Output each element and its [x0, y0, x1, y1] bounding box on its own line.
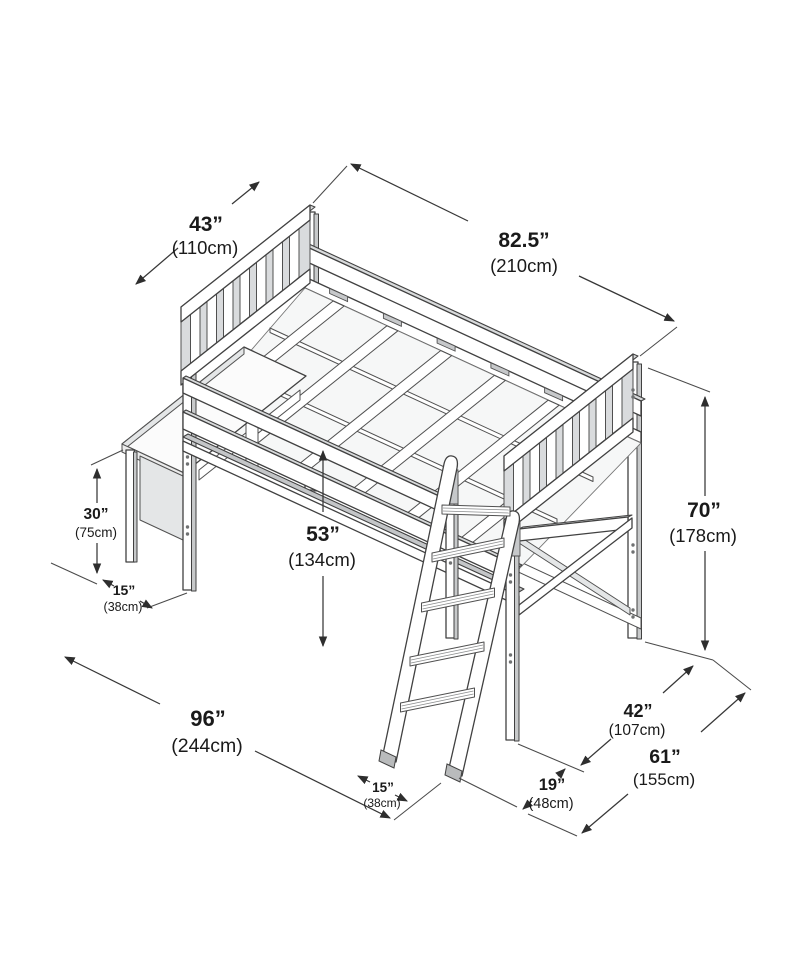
- dim-ladder-foot-inset-cm: (38cm): [363, 796, 400, 810]
- headboard-slat: [206, 293, 217, 351]
- dim-desk-height: 30” (75cm): [75, 467, 117, 575]
- footboard-slat: [612, 376, 623, 435]
- headboard-slat: [239, 267, 250, 325]
- ladder-rail-left: [382, 455, 459, 763]
- dim-desk-overhang: 15” (38cm): [102, 579, 153, 614]
- dim-bed-width-in: 43”: [189, 213, 223, 236]
- underbed-braces: [518, 514, 633, 616]
- dim-overall-depth-in: 61”: [649, 746, 680, 768]
- headboard-slat: [289, 227, 300, 286]
- dim-frame-depth-in: 42”: [623, 701, 652, 721]
- dim-ladder-foot-offset: 19” (48cm): [522, 768, 574, 812]
- dim-desk-height-in: 30”: [84, 506, 109, 523]
- dim-desk-overhang-cm: (38cm): [104, 600, 143, 614]
- ladder-foot-right: [444, 763, 463, 783]
- slat-hook-tab: [490, 362, 510, 377]
- ladder-rungs: [400, 504, 511, 713]
- headboard-slat: [272, 240, 283, 299]
- slat-hook-tab: [436, 337, 456, 352]
- dim-desk-overhang-in: 15”: [113, 582, 136, 598]
- headboard-slat: [190, 306, 201, 364]
- footboard-slat: [595, 389, 606, 448]
- dim-underbed-clearance-in: 53”: [306, 523, 340, 546]
- dim-bed-length-cm: (210cm): [490, 255, 558, 276]
- footboard-slat: [546, 429, 557, 487]
- slat-hook-tab: [329, 287, 349, 303]
- dim-underbed-clearance-cm: (134cm): [288, 549, 356, 570]
- headboard-bottom-rail: [180, 268, 311, 386]
- dim-overall-height: 70” (178cm): [669, 395, 737, 652]
- dim-ladder-foot-inset-in: 15”: [372, 780, 394, 795]
- dim-bed-length: 82.5” (210cm): [350, 163, 675, 322]
- footboard-slat: [513, 455, 524, 513]
- dim-underbed-clearance: 53” (134cm): [288, 449, 356, 648]
- post-back-right-side: [636, 363, 642, 640]
- dim-bed-width-cm: (110cm): [172, 237, 238, 258]
- footboard-slat: [529, 442, 540, 500]
- desk-front-leg-side: [133, 451, 138, 563]
- headboard-slat: [256, 254, 267, 312]
- dim-overall-height-in: 70”: [687, 499, 721, 522]
- loft-bed-drawing: [121, 204, 646, 783]
- dim-ladder-foot-inset: 15” (38cm): [357, 775, 408, 810]
- footboard-slat: [579, 403, 590, 461]
- dim-desk-height-cm: (75cm): [75, 525, 117, 540]
- dim-overall-height-cm: (178cm): [669, 525, 737, 546]
- headboard-top-rail: [180, 204, 311, 323]
- slat-hook-tab: [382, 312, 402, 327]
- dim-bed-width: 43” (110cm): [135, 181, 260, 285]
- dim-frame-depth: 42” (107cm): [580, 665, 694, 766]
- headboard: [180, 204, 316, 386]
- footboard-top-rail: [503, 353, 634, 472]
- slat-hook-tab: [544, 387, 564, 402]
- headboard-slat: [223, 280, 234, 338]
- ladder: [378, 455, 521, 783]
- dim-overall-depth-cm: (155cm): [633, 770, 695, 789]
- footboard: [503, 353, 639, 742]
- dim-overall-length: 96” (244cm): [64, 656, 391, 819]
- footboard-slat: [562, 416, 573, 474]
- dim-bed-length-in: 82.5”: [498, 229, 549, 252]
- dimension-annotations: 43” (110cm) 82.5” (210cm) 70” (178cm) 53…: [50, 163, 752, 837]
- dim-ladder-foot-offset-cm: (48cm): [528, 796, 573, 812]
- dim-overall-length-in: 96”: [190, 706, 225, 731]
- dim-frame-depth-cm: (107cm): [609, 722, 666, 739]
- extension-lines: [50, 165, 752, 837]
- ladder-foot-left: [378, 749, 397, 769]
- dim-ladder-foot-offset-in: 19”: [539, 776, 566, 794]
- dim-overall-length-cm: (244cm): [171, 735, 243, 757]
- dim-overall-depth: 61” (155cm): [581, 692, 746, 834]
